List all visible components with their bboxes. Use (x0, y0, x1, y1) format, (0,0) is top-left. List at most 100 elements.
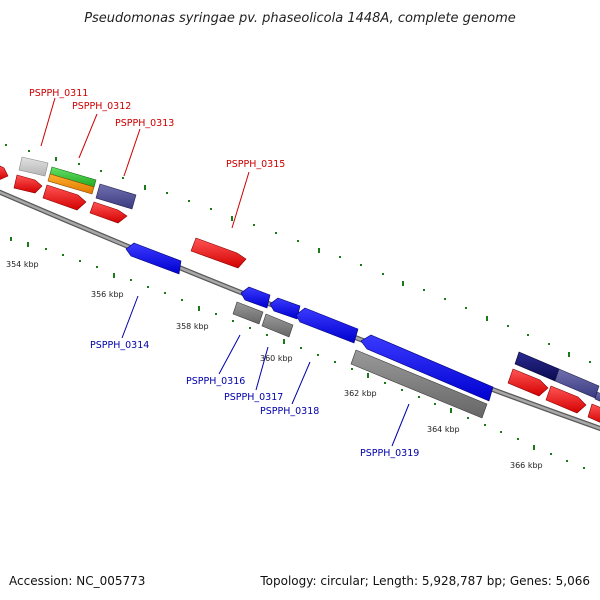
scale-tick (96, 266, 98, 268)
accession-text: Accession: NC_005773 (9, 574, 145, 588)
gene-arrow[interactable] (507, 368, 549, 397)
scale-tick (275, 232, 277, 234)
scale-tick (122, 177, 124, 179)
scale-tick (113, 273, 115, 278)
leader-line (78, 113, 98, 159)
gene-block[interactable] (18, 156, 49, 177)
scale-tick (231, 216, 233, 221)
scale-tick (130, 279, 132, 281)
scale-tick (517, 438, 519, 440)
scale-tick (339, 256, 341, 258)
scale-tick (500, 431, 502, 433)
scale-tick (384, 382, 386, 384)
scale-tick (548, 343, 550, 345)
scale-tick (318, 248, 320, 253)
kbp-label: 366 kbp (510, 461, 543, 470)
gene-block[interactable] (47, 173, 95, 195)
gene-arrow[interactable] (89, 201, 128, 224)
gene-labels-top: PSPPH_0311 PSPPH_0312 PSPPH_0313 PSPPH_0… (29, 88, 285, 170)
scale-tick (297, 240, 299, 242)
scale-tick (164, 292, 166, 294)
leader-line (40, 97, 56, 147)
scale-tick (215, 313, 217, 315)
gene-label[interactable]: PSPPH_0315 (226, 159, 285, 170)
scale-tick (583, 467, 585, 469)
gene-label[interactable]: PSPPH_0319 (360, 448, 419, 459)
scale-ticks (5, 144, 591, 469)
scale-tick (78, 163, 80, 165)
scale-tick (10, 237, 12, 241)
scale-tick (367, 373, 369, 378)
scale-tick (5, 144, 7, 146)
scale-tick (198, 306, 200, 311)
gene-arrow[interactable] (42, 184, 87, 211)
scale-tick (533, 445, 535, 450)
scale-tick (62, 254, 64, 256)
gene-block[interactable] (594, 391, 600, 403)
scale-tick (467, 417, 469, 419)
gene-labels-bottom: PSPPH_0314 PSPPH_0316 PSPPH_0317 PSPPH_0… (90, 340, 419, 459)
gene-block[interactable] (95, 183, 137, 210)
scale-tick (351, 368, 353, 370)
gene-arrow[interactable] (269, 297, 301, 320)
gene-label[interactable]: PSPPH_0317 (224, 392, 283, 403)
gene-label[interactable]: PSPPH_0311 (29, 88, 88, 99)
scale-tick (401, 389, 403, 391)
scale-tick (589, 361, 591, 363)
scale-tick (334, 361, 336, 363)
gene-arrow[interactable] (545, 385, 587, 414)
gene-features (0, 156, 600, 424)
scale-tick (402, 281, 404, 286)
scale-tick (210, 208, 212, 210)
kbp-label: 360 kbp (260, 354, 293, 363)
scale-tick (45, 248, 47, 250)
scale-tick (360, 264, 362, 266)
scale-tick (300, 347, 302, 349)
label-leader-lines (40, 97, 410, 447)
scale-tick (253, 224, 255, 226)
genome-backbone (0, 189, 600, 432)
outer-tick-row (5, 144, 591, 363)
gene-arrow[interactable] (125, 242, 182, 275)
leader-line (255, 346, 269, 391)
scale-tick (27, 242, 29, 247)
gene-arrow[interactable] (0, 164, 9, 180)
scale-tick (450, 408, 452, 413)
gene-arrow[interactable] (240, 286, 271, 309)
gene-arrow[interactable] (587, 403, 600, 424)
gene-label[interactable]: PSPPH_0318 (260, 406, 319, 417)
gene-arrow[interactable] (190, 237, 247, 269)
gene-label[interactable]: PSPPH_0312 (72, 101, 131, 112)
kbp-labels: 354 kbp 356 kbp 358 kbp 360 kbp 362 kbp … (6, 260, 543, 470)
gene-block[interactable] (261, 313, 294, 338)
scale-tick (382, 273, 384, 275)
scale-tick (144, 185, 146, 190)
gene-label[interactable]: PSPPH_0313 (115, 118, 174, 129)
scale-tick (484, 424, 486, 426)
gene-block[interactable] (232, 301, 264, 325)
map-title: Pseudomonas syringae pv. phaseolicola 14… (84, 11, 516, 26)
gene-label[interactable]: PSPPH_0316 (186, 376, 245, 387)
scale-tick (266, 334, 268, 336)
leader-line (218, 334, 241, 375)
kbp-label: 362 kbp (344, 389, 377, 398)
gene-arrow[interactable] (13, 174, 43, 194)
scale-tick (181, 299, 183, 301)
gene-arrow[interactable] (295, 307, 359, 344)
scale-tick (28, 150, 30, 152)
scale-tick (550, 453, 552, 455)
gene-label[interactable]: PSPPH_0314 (90, 340, 149, 351)
leader-line (291, 361, 311, 405)
gene-block[interactable] (350, 349, 488, 419)
leader-line (123, 128, 141, 177)
scale-tick (166, 192, 168, 194)
kbp-label: 354 kbp (6, 260, 39, 269)
scale-tick (188, 200, 190, 202)
scale-tick (249, 327, 251, 329)
scale-tick (232, 320, 234, 322)
gene-arrow[interactable] (360, 334, 494, 402)
scale-tick (566, 460, 568, 462)
leader-line (121, 295, 139, 339)
scale-tick (568, 352, 570, 357)
